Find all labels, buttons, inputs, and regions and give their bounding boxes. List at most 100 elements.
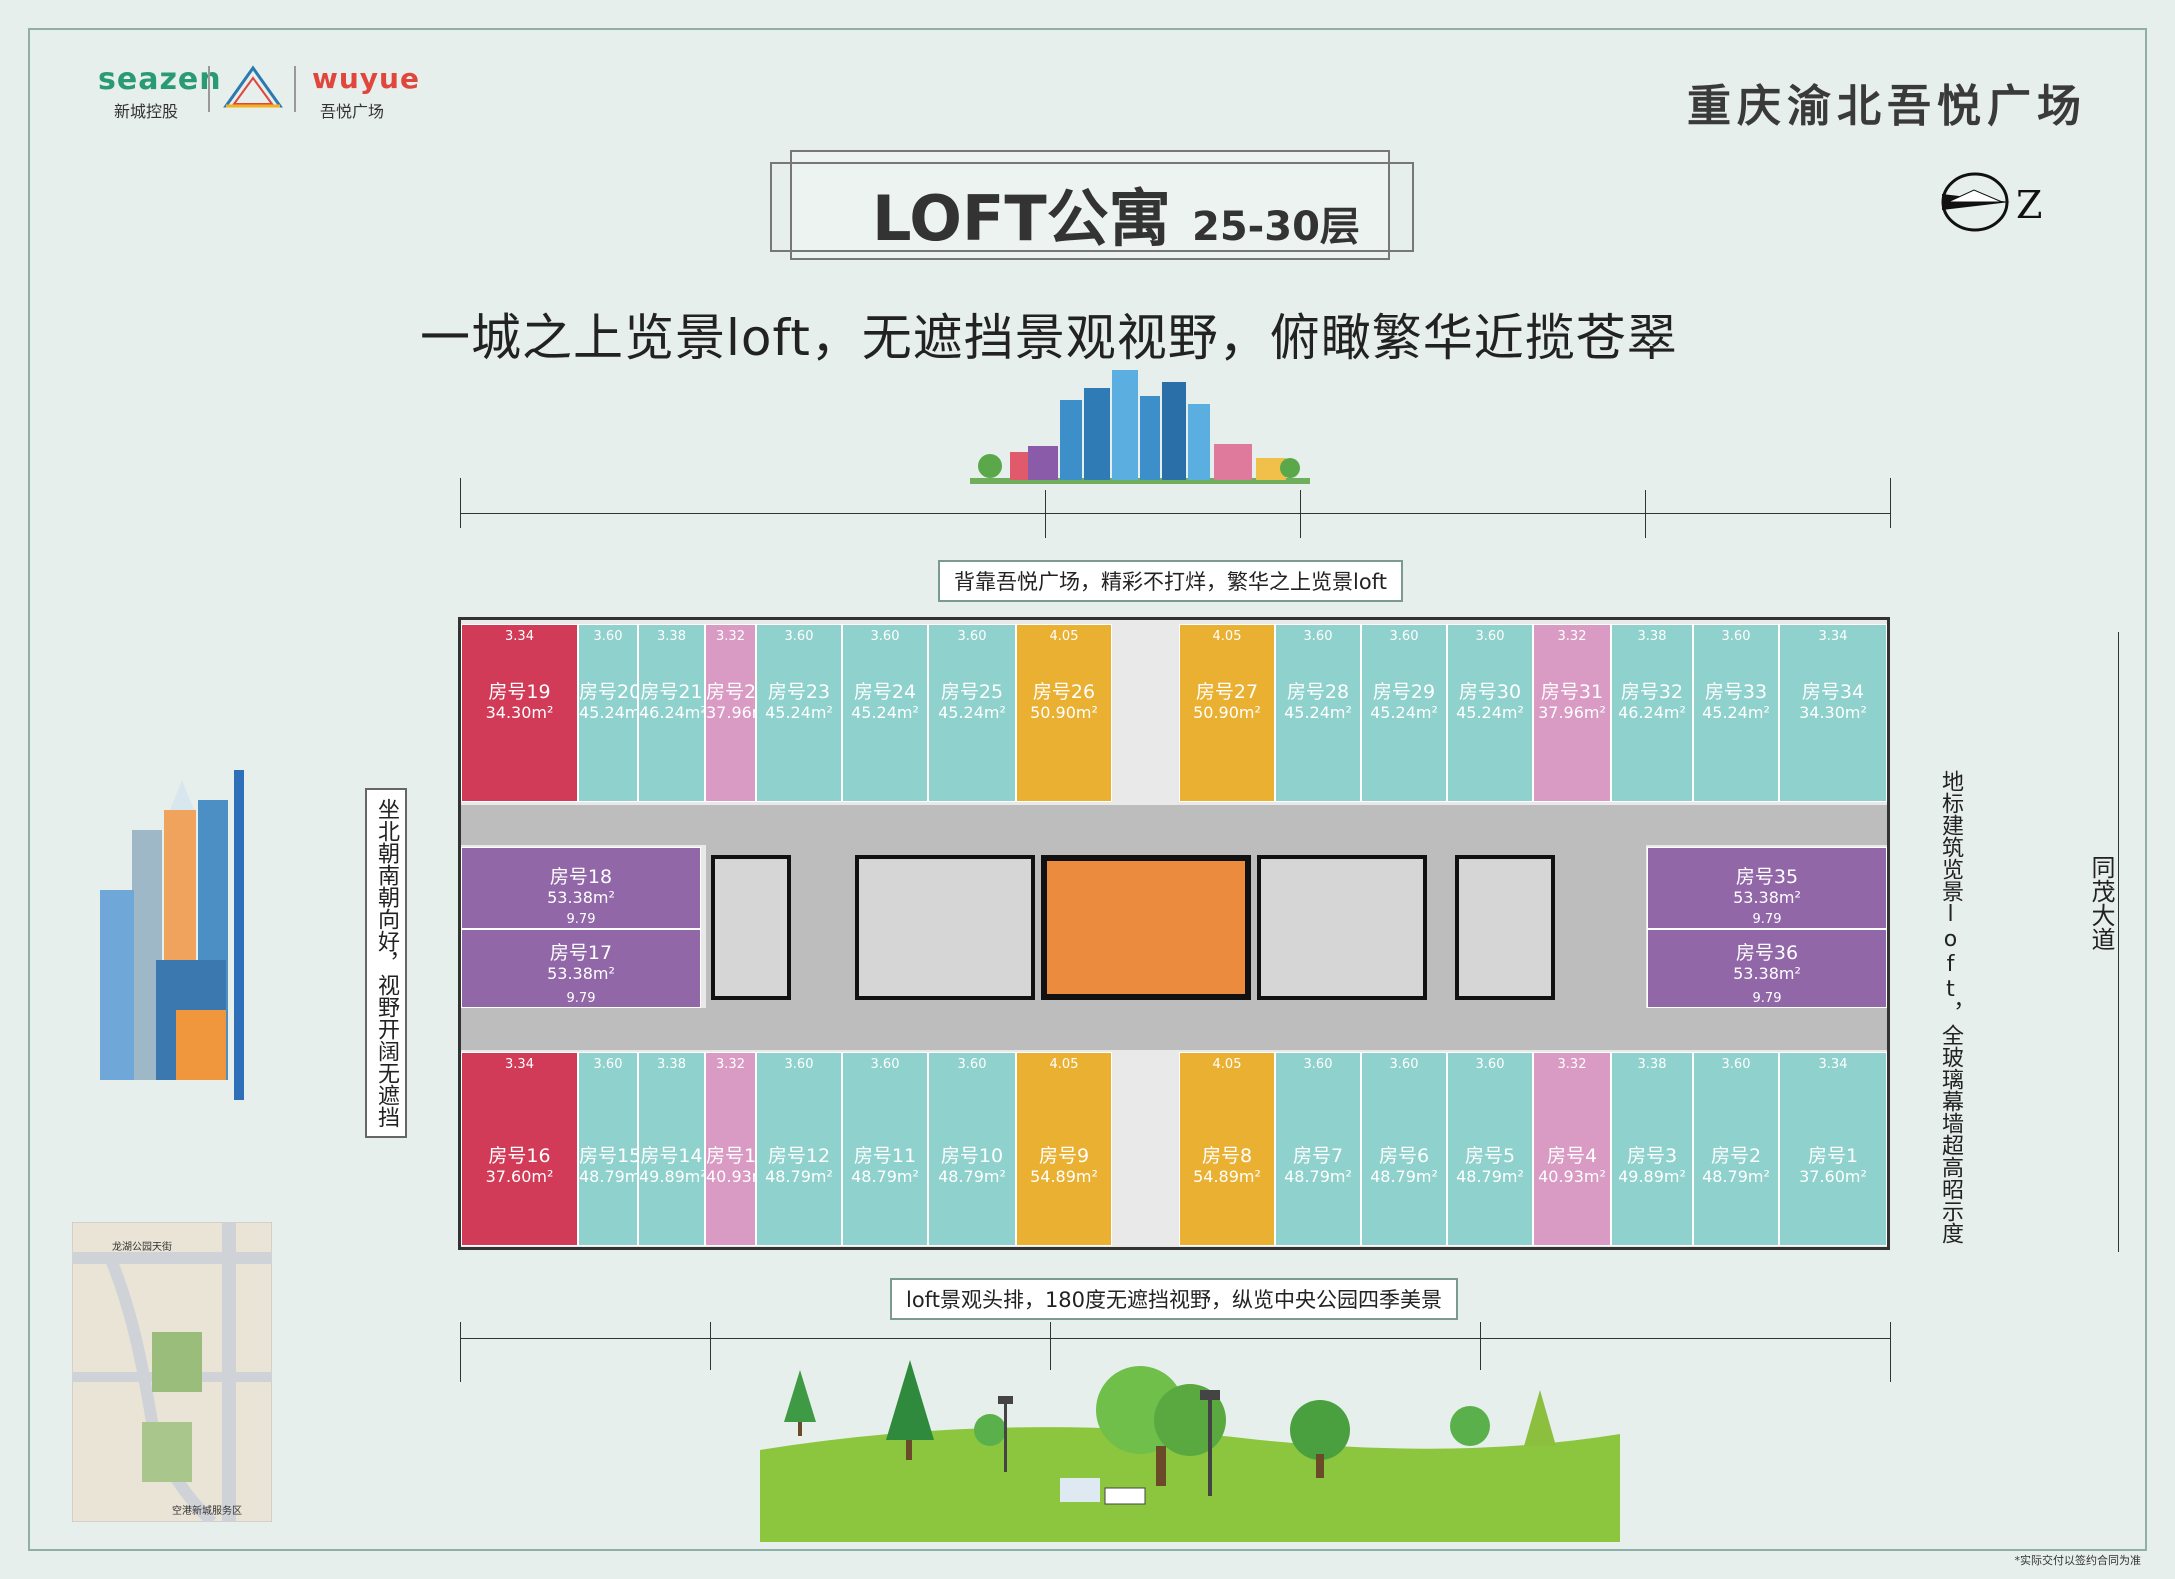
unit-area: 45.24m²	[938, 703, 1006, 722]
stair-core-right	[1257, 855, 1427, 1000]
unit-area: 53.38m²	[1733, 964, 1801, 983]
unit-name: 房号36	[1735, 942, 1799, 964]
unit-width: 3.38	[1637, 629, 1667, 644]
unit-name: 房号13	[706, 1145, 769, 1167]
unit-width: 3.60	[1721, 1057, 1751, 1072]
wuyue-logo: wuyue	[312, 62, 420, 95]
unit-name: 房号12	[767, 1145, 831, 1167]
caption-left: 坐北朝南朝向好，视野开阔无遮挡	[365, 788, 407, 1138]
unit-width: 4.05	[1212, 1057, 1242, 1072]
unit-width: 4.05	[1049, 1057, 1079, 1072]
unit-area: 46.24m²	[1618, 703, 1686, 722]
map-label-road1: 龙湖公园天街	[112, 1240, 172, 1253]
unit-area: 53.38m²	[547, 964, 615, 983]
unit-name: 房号6	[1378, 1145, 1430, 1167]
location-map: 龙湖公园天街 空港新城服务区	[72, 1222, 272, 1522]
bottom-dimension-line	[460, 1338, 1890, 1339]
unit-width: 3.60	[1389, 629, 1419, 644]
unit-width: 3.60	[593, 629, 623, 644]
unit-width: 3.60	[1303, 1057, 1333, 1072]
city-skyline-left	[100, 770, 244, 1100]
unit-area: 37.96m²	[706, 703, 774, 722]
unit-area: 50.90m²	[1193, 703, 1261, 722]
logo-separator	[208, 66, 210, 112]
unit-width: 3.32	[1557, 1057, 1587, 1072]
top-dimension-line	[460, 513, 1890, 514]
title-main: LOFT公寓	[872, 182, 1171, 255]
unit-area: 37.60m²	[485, 1167, 554, 1186]
unit-name: 房号22	[706, 681, 769, 703]
unit-area: 54.89m²	[1193, 1167, 1261, 1186]
unit-width: 3.60	[957, 629, 987, 644]
title-floors: 25-30层	[1192, 204, 1360, 250]
unit-name: 房号10	[940, 1145, 1004, 1167]
dim-tick	[1890, 478, 1891, 528]
park-scene	[760, 1360, 1620, 1542]
title-box: LOFT公寓 25-30层	[790, 150, 1390, 260]
unit-area: 48.79m²	[1702, 1167, 1770, 1186]
unit-width: 3.60	[784, 629, 814, 644]
unit-width: 3.60	[1475, 629, 1505, 644]
unit-area: 46.24m²	[639, 703, 707, 722]
unit-width: 3.38	[1637, 1057, 1667, 1072]
caption-right: 地标建筑览景loft，全玻璃幕墙超高昭示度	[1936, 770, 1966, 1244]
road-name: 同茂大道	[2085, 855, 2115, 951]
caption-bottom: loft景观头排，180度无遮挡视野，纵览中央公园四季美景	[890, 1278, 1459, 1320]
wuyue-subtitle: 吾悦广场	[320, 102, 385, 121]
unit-name: 房号15	[579, 1145, 642, 1167]
unit-area: 53.38m²	[547, 888, 615, 907]
unit-name: 房号33	[1704, 681, 1768, 703]
unit-area: 53.38m²	[1733, 888, 1801, 907]
footnote: *实际交付以签约合同为准	[2014, 1554, 2142, 1567]
seazen-subtitle: 新城控股	[114, 102, 179, 121]
unit-width: 3.32	[716, 629, 745, 644]
unit-area: 49.89m²	[1618, 1167, 1686, 1186]
unit-name: 房号27	[1195, 681, 1259, 703]
svg-text:Z: Z	[2016, 183, 2042, 227]
unit-area: 48.79m²	[1370, 1167, 1438, 1186]
unit-area: 40.93m²	[1538, 1167, 1606, 1186]
caption-top: 背靠吾悦广场，精彩不打烊，繁华之上览景loft	[938, 560, 1403, 602]
unit-width: 3.60	[1389, 1057, 1419, 1072]
dim-tick	[1480, 1322, 1481, 1370]
logo-separator-2	[294, 66, 296, 112]
map-label-road2: 空港新城服务区	[172, 1504, 242, 1517]
